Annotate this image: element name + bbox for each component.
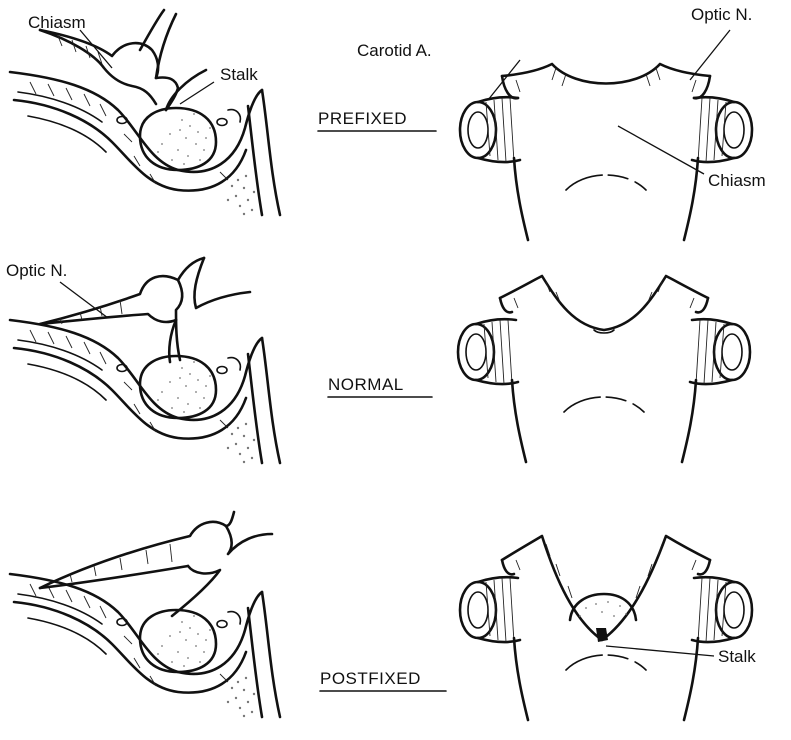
label-chiasm-sagittal: Chiasm — [28, 13, 86, 32]
sagittal-view-postfixed — [10, 512, 280, 717]
label-chiasm-frontal: Chiasm — [708, 171, 766, 190]
label-optic-nerve-sagittal: Optic N. — [6, 261, 67, 280]
label-stalk-sagittal: Stalk — [220, 65, 258, 84]
label-stalk-frontal: Stalk — [718, 647, 756, 666]
sagittal-view-normal — [10, 258, 280, 463]
frontal-view-normal — [458, 276, 750, 462]
row-prefixed: Chiasm Stalk PREFIXED Carotid A. Optic N… — [10, 5, 766, 240]
frontal-view-prefixed — [460, 64, 752, 240]
title-postfixed: POSTFIXED — [320, 669, 421, 688]
label-optic-nerve-frontal: Optic N. — [691, 5, 752, 24]
row-normal: Optic N. NORMAL — [6, 258, 750, 463]
title-prefixed: PREFIXED — [318, 109, 407, 128]
row-postfixed: POSTFIXED Stalk — [10, 512, 756, 720]
frontal-view-postfixed — [460, 536, 752, 720]
title-normal: NORMAL — [328, 375, 404, 394]
label-carotid: Carotid A. — [357, 41, 432, 60]
sagittal-view-prefixed — [10, 10, 280, 215]
